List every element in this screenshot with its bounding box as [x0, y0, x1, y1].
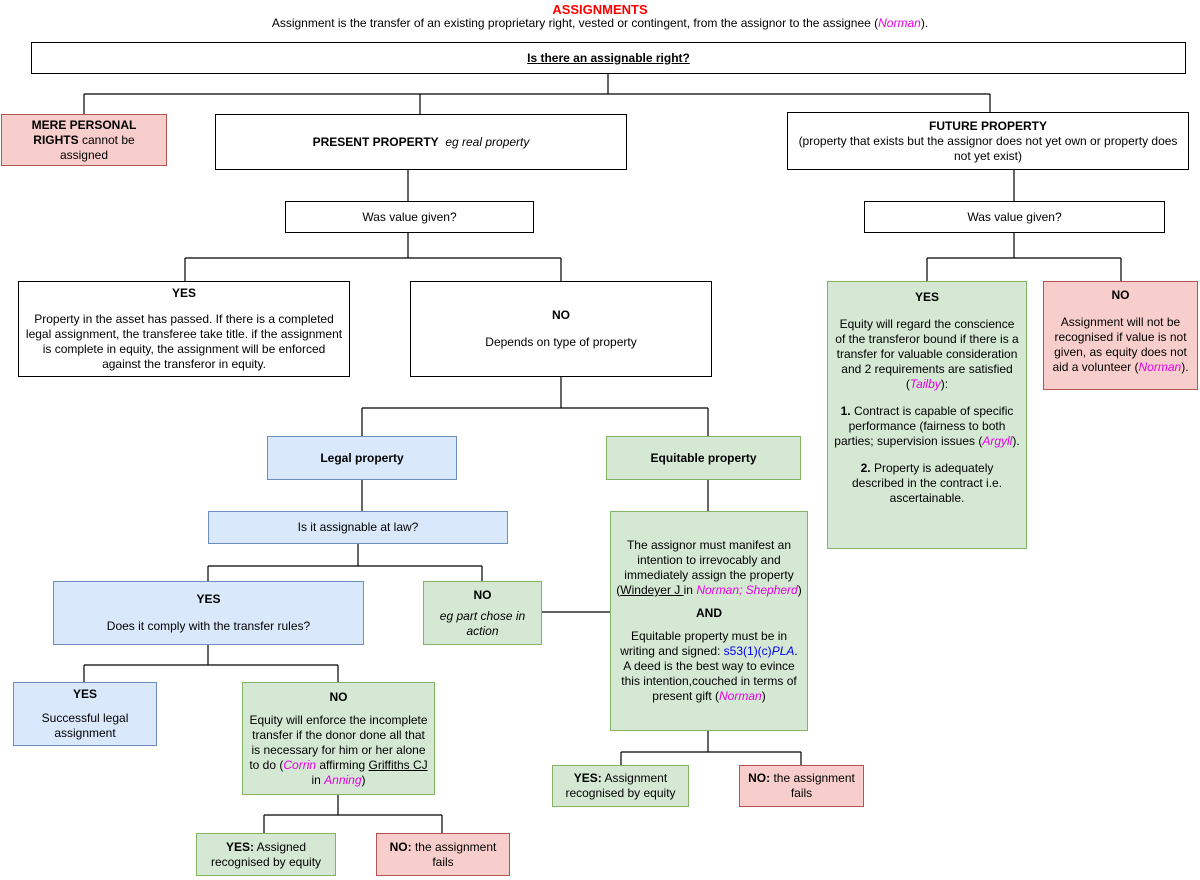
equitable-property-box: Equitable property	[606, 436, 801, 480]
comply-no-box: NO Equity will enforce the incomplete tr…	[242, 682, 435, 795]
future-value-question: Was value given?	[864, 201, 1165, 233]
present-no-box: NO Depends on type of property	[410, 281, 712, 377]
incomplete-yes-box: YES: Assigned recognised by equity	[196, 833, 336, 876]
present-yes-box: YES Property in the asset has passed. If…	[18, 281, 350, 377]
legal-property-box: Legal property	[267, 436, 457, 480]
diagram-intro: Assignment is the transfer of an existin…	[271, 16, 929, 30]
present-property-box: PRESENT PROPERTY eg real property	[215, 114, 627, 170]
legal-yes-box: YES Does it comply with the transfer rul…	[53, 581, 364, 645]
equitable-no-box: NO: the assignment fails	[739, 765, 864, 807]
future-no-box: NO Assignment will not be recognised if …	[1043, 281, 1198, 390]
assignable-right-question: Is there an assignable right?	[31, 42, 1186, 74]
legal-no-box: NO eg part chose in action	[423, 581, 542, 645]
diagram-title: ASSIGNMENTS	[552, 2, 648, 17]
present-value-question: Was value given?	[285, 201, 534, 233]
equitable-requirements-box: The assignor must manifest an intention …	[610, 511, 808, 731]
equitable-yes-box: YES: Assignment recognised by equity	[552, 765, 689, 807]
mere-personal-rights-box: MERE PERSONAL RIGHTS cannot be assigned	[1, 114, 167, 166]
assignable-at-law-question: Is it assignable at law?	[208, 511, 508, 544]
comply-yes-box: YES Successful legal assignment	[13, 682, 157, 746]
future-property-box: FUTURE PROPERTY (property that exists bu…	[787, 112, 1189, 170]
incomplete-no-box: NO: the assignment fails	[376, 833, 510, 876]
future-yes-box: YES Equity will regard the conscience of…	[827, 281, 1027, 549]
